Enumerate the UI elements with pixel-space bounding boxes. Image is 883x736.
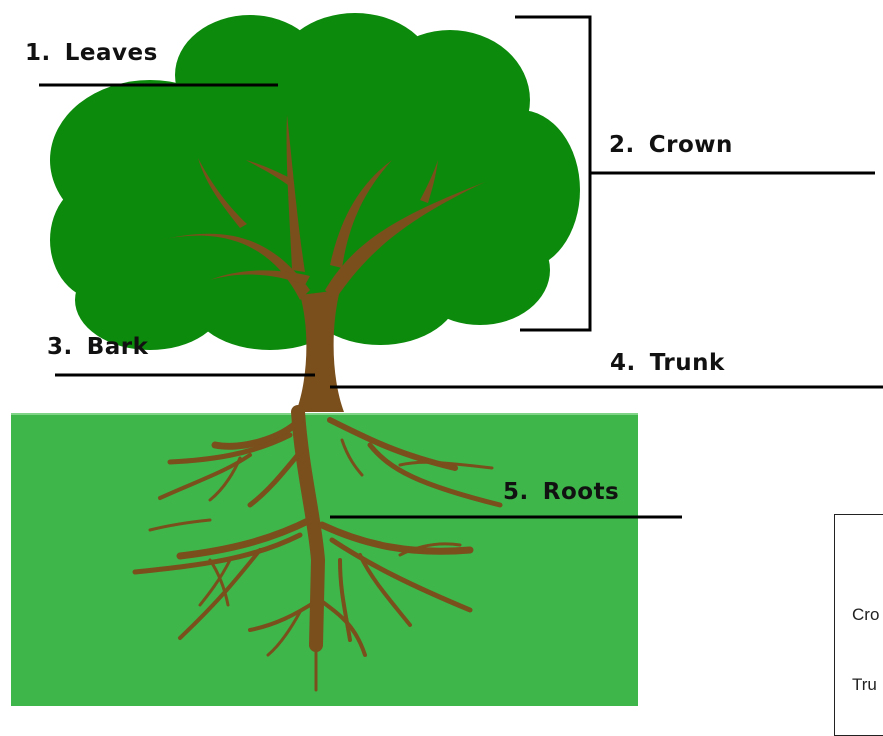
word-bank-item: Cro [852, 605, 880, 624]
branch-right-twig [420, 160, 438, 203]
label-trunk: 4. Trunk [610, 350, 725, 376]
label-number: 4. [610, 350, 636, 376]
word-bank-box: Cro Tru [834, 514, 883, 736]
label-text: Bark [86, 334, 149, 360]
roots [132, 405, 503, 692]
branch-left-top [286, 115, 305, 272]
label-number: 2. [609, 132, 635, 158]
tree-diagram [11, 13, 883, 706]
branch-left-twig [198, 158, 247, 228]
branch-right-main [325, 182, 485, 300]
foliage [50, 13, 580, 350]
branch-left-twig-2 [246, 160, 290, 185]
branch-right-up [330, 160, 392, 268]
label-number: 1. [25, 40, 51, 66]
tree-wood [160, 115, 485, 412]
label-text: Trunk [649, 350, 725, 376]
label-crown: 2. Crown [609, 132, 733, 158]
word-bank-item: Tru [852, 675, 877, 694]
trunk-shape [296, 290, 344, 412]
label-number: 5. [503, 479, 529, 505]
label-text: Leaves [64, 40, 158, 66]
branch-lower-left [210, 270, 310, 285]
label-bark: 3. Bark [47, 334, 148, 360]
label-number: 3. [47, 334, 73, 360]
label-text: Roots [542, 479, 620, 505]
label-roots: 5. Roots [503, 479, 619, 505]
branch-left-main [160, 233, 310, 300]
label-leaves: 1. Leaves [25, 40, 158, 66]
label-text: Crown [648, 132, 733, 158]
